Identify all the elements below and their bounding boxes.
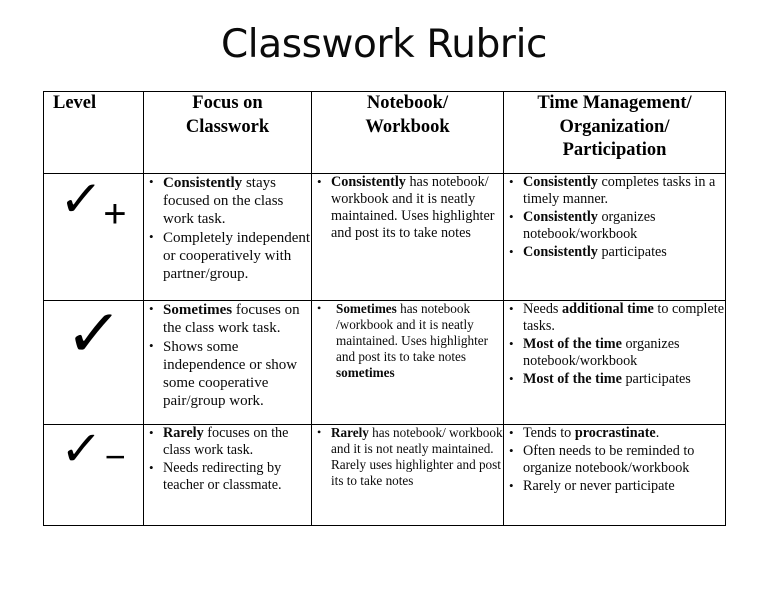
list-item: Consistently organizes notebook/workbook	[509, 209, 725, 243]
column-header-level: Level	[43, 91, 144, 174]
check-plus-icon: ✓+	[57, 170, 127, 237]
list-item: Often needs to be reminded to organize n…	[509, 443, 725, 477]
list-item: Consistently has notebook/ workbook and …	[317, 174, 503, 242]
list-item: Rarely has notebook/ workbook and it is …	[317, 425, 503, 489]
list-item: Shows some independence or show some coo…	[149, 338, 311, 410]
column-header-notebook-workbook: Notebook/ Workbook	[311, 91, 504, 174]
list-item: Most of the time participates	[509, 371, 725, 388]
cell-focus-on-classwork-level1: Consistently stays focused on the class …	[143, 173, 312, 301]
column-header-time-management: Time Management/ Organization/ Participa…	[503, 91, 726, 174]
list-item: Rarely or never participate	[509, 478, 725, 495]
check-minus-icon: ✓−	[58, 421, 126, 478]
table-row: ✓+ Consistently stays focused on the cla…	[43, 170, 726, 301]
list-item: Needs additional time to complete tasks.	[509, 301, 725, 335]
level-cell-check: ✓	[43, 295, 144, 425]
table-header-row: Level Focus on Classwork Notebook/ Workb…	[43, 91, 726, 174]
list-item: Consistently stays focused on the class …	[149, 174, 311, 228]
cell-focus-on-classwork-level3: Rarely focuses on the class work task. N…	[143, 424, 312, 526]
column-header-focus-on-classwork: Focus on Classwork	[143, 91, 312, 174]
list-item: Tends to procrastinate.	[509, 425, 725, 442]
list-item: Sometimes has notebook /workbook and it …	[317, 301, 503, 381]
cell-notebook-workbook-level1: Consistently has notebook/ workbook and …	[311, 173, 504, 301]
cell-focus-on-classwork-level2: Sometimes focuses on the class work task…	[143, 300, 312, 425]
table-row: ✓ Sometimes focuses on the class work ta…	[43, 295, 726, 425]
table-row: ✓− Rarely focuses on the class work task…	[43, 421, 726, 526]
list-item: Sometimes focuses on the class work task…	[149, 301, 311, 337]
list-item: Consistently participates	[509, 244, 725, 261]
list-item: Rarely focuses on the class work task.	[149, 425, 311, 459]
cell-time-management-level2: Needs additional time to complete tasks.…	[503, 300, 726, 425]
cell-time-management-level3: Tends to procrastinate. Often needs to b…	[503, 424, 726, 526]
level-cell-check-minus: ✓−	[43, 421, 144, 526]
cell-time-management-level1: Consistently completes tasks in a timely…	[503, 173, 726, 301]
list-item: Most of the time organizes notebook/work…	[509, 336, 725, 370]
check-icon: ✓	[62, 295, 125, 372]
list-item: Needs redirecting by teacher or classmat…	[149, 460, 311, 494]
list-item: Consistently completes tasks in a timely…	[509, 174, 725, 208]
cell-notebook-workbook-level3: Rarely has notebook/ workbook and it is …	[311, 424, 504, 526]
level-cell-check-plus: ✓+	[43, 170, 144, 301]
cell-notebook-workbook-level2: Sometimes has notebook /workbook and it …	[311, 300, 504, 425]
classwork-rubric-table: Level Focus on Classwork Notebook/ Workb…	[43, 91, 726, 526]
list-item: Completely independent or cooperatively …	[149, 229, 311, 283]
page-title: Classwork Rubric	[220, 22, 548, 67]
